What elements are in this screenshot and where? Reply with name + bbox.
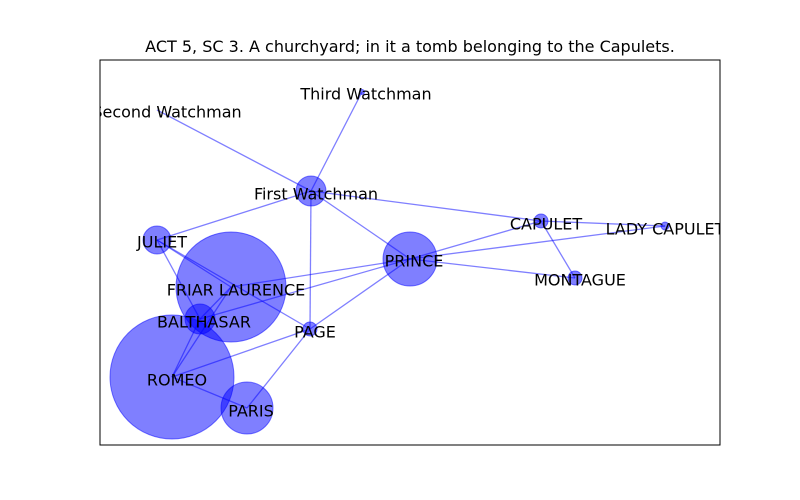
node-label-montague: MONTAGUE bbox=[534, 271, 626, 290]
node-label-romeo: ROMEO bbox=[147, 371, 207, 390]
node-paris bbox=[220, 381, 274, 435]
edge-first-watchman-juliet bbox=[156, 190, 312, 241]
figure-title: ACT 5, SC 3. A churchyard; in it a tomb … bbox=[145, 37, 675, 56]
edge-first-watchman-capulet bbox=[310, 190, 542, 222]
edge-second-watchman-first-watchman bbox=[156, 109, 312, 192]
node-label-juliet: JULIET bbox=[136, 233, 187, 252]
nodes-layer bbox=[109, 89, 670, 440]
node-capulet bbox=[533, 213, 549, 229]
edge-third-watchman-first-watchman bbox=[310, 91, 363, 192]
node-prince bbox=[382, 231, 438, 287]
edge-capulet-montague bbox=[540, 220, 576, 279]
plot-frame bbox=[99, 59, 721, 446]
node-juliet bbox=[142, 225, 172, 255]
node-label-paris: PARIS bbox=[228, 402, 274, 421]
node-label-friar-laurence: FRIAR LAURENCE bbox=[167, 281, 306, 300]
node-label-first-watchman: First Watchman bbox=[254, 185, 378, 204]
node-label-page: PAGE bbox=[294, 323, 336, 342]
node-label-third-watchman: Third Watchman bbox=[299, 85, 431, 104]
node-page bbox=[302, 321, 318, 337]
edge-first-watchman-page bbox=[309, 190, 312, 330]
edge-prince-montague bbox=[409, 258, 576, 279]
node-first-watchman bbox=[295, 175, 327, 207]
edge-prince-lady-capulet bbox=[409, 225, 666, 260]
node-third-watchman bbox=[359, 89, 365, 95]
node-label-capulet: CAPULET bbox=[510, 215, 583, 234]
node-label-lady-capulet: LADY CAPULET bbox=[606, 220, 725, 239]
node-montague bbox=[567, 270, 583, 286]
edge-capulet-lady-capulet bbox=[540, 220, 666, 227]
node-label-prince: PRINCE bbox=[385, 252, 444, 271]
node-lady-capulet bbox=[660, 221, 670, 231]
node-label-balthasar: BALTHASAR bbox=[157, 313, 251, 332]
node-label-second-watchman: Second Watchman bbox=[92, 103, 241, 122]
node-romeo bbox=[109, 314, 235, 440]
